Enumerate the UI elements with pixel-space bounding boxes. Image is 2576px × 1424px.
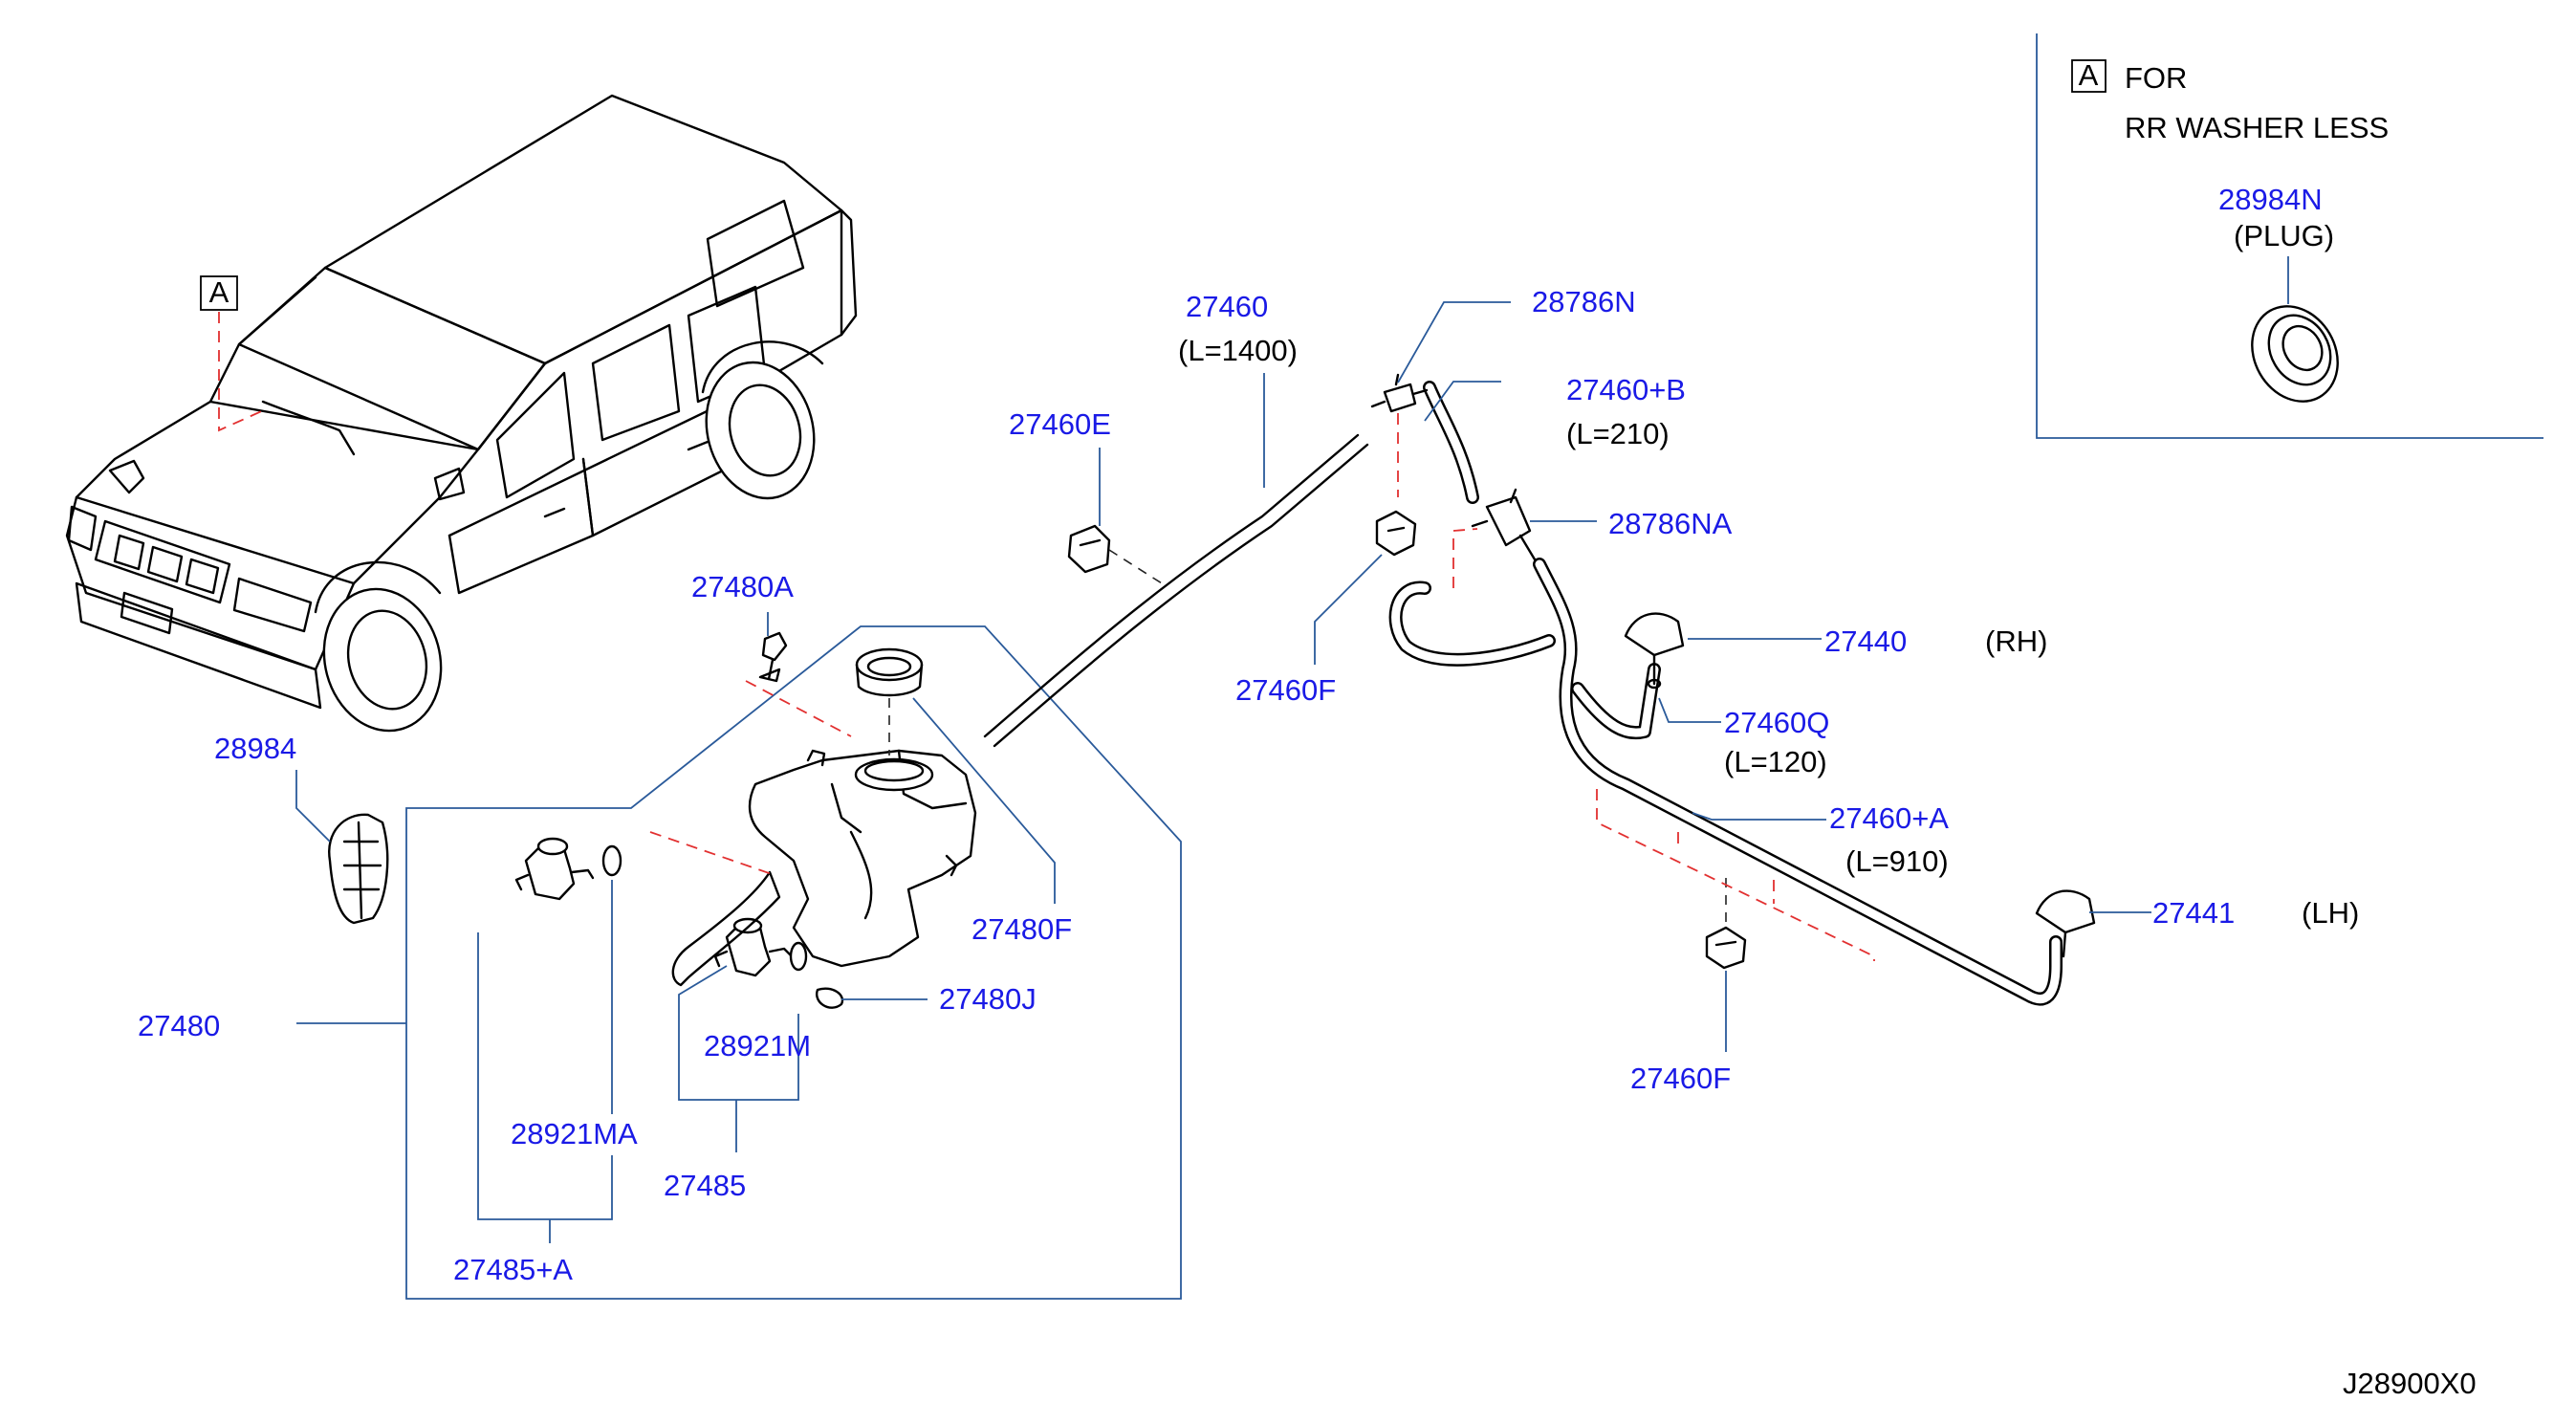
- label-27440-side: (RH): [1985, 624, 2047, 658]
- leader-lines: [295, 301, 2151, 1243]
- label-28786N: 28786N: [1532, 285, 1636, 318]
- label-27460F-lower: 27460F: [1630, 1062, 1731, 1095]
- inset-panel: A FOR RR WASHER LESS 28984N (PLUG): [2036, 33, 2543, 439]
- inset-part-number: 28984N: [2218, 183, 2323, 216]
- inset-ref-box: [2071, 59, 2107, 93]
- label-27480F: 27480F: [971, 912, 1072, 946]
- tank-assembly-frame: [405, 625, 1182, 1300]
- label-27460Q: 27460Q: [1724, 706, 1829, 739]
- nozzle-lh-icon: [2035, 889, 2096, 958]
- label-27441: 27441: [2152, 896, 2235, 930]
- vehicle-ref-box: [200, 275, 238, 311]
- label-27460: 27460: [1186, 290, 1268, 323]
- label-27485A: 27485+A: [453, 1253, 573, 1286]
- inset-title-line2: RR WASHER LESS: [2125, 111, 2389, 144]
- label-27480A: 27480A: [691, 570, 794, 603]
- label-27460-length: (L=1400): [1178, 334, 1298, 367]
- label-27460A: 27460+A: [1829, 801, 1949, 835]
- inset-ref-letter: A: [2079, 58, 2099, 92]
- diagram-code: J28900X0: [2343, 1367, 2477, 1400]
- inset-part-note: (PLUG): [2234, 219, 2334, 252]
- plug-icon: [2251, 305, 2339, 403]
- washer-tank: [748, 749, 977, 968]
- label-27460F-upper: 27460F: [1235, 673, 1336, 707]
- vehicle-ref-letter: A: [209, 275, 229, 309]
- vehicle-illustration: [65, 94, 858, 733]
- label-27460A-length: (L=910): [1845, 844, 1949, 878]
- label-27441-side: (LH): [2302, 896, 2359, 930]
- joint-28786N-icon: [1370, 373, 1429, 413]
- label-27460B: 27460+B: [1566, 373, 1686, 406]
- nozzle-rh-icon: [1624, 612, 1685, 690]
- clip-27460F-upper-icon: [1375, 510, 1417, 557]
- label-27485: 27485: [664, 1169, 746, 1202]
- label-27480J: 27480J: [939, 982, 1037, 1016]
- inset-title-line1: FOR: [2125, 61, 2187, 95]
- washer-hoses: [983, 381, 2063, 1006]
- clip-27460F-lower-icon: [1705, 926, 1747, 970]
- label-27460Q-length: (L=120): [1724, 745, 1827, 778]
- tank-cap-icon: [855, 647, 924, 697]
- label-28984: 28984: [214, 732, 296, 765]
- bolt-icon: [758, 631, 788, 683]
- label-27460E: 27460E: [1009, 407, 1111, 441]
- grommet-icon: [328, 813, 389, 925]
- label-28786NA: 28786NA: [1608, 507, 1733, 540]
- label-27460B-length: (L=210): [1566, 417, 1670, 450]
- label-27440: 27440: [1824, 624, 1907, 658]
- label-28921MA: 28921MA: [511, 1117, 638, 1150]
- joint-28786NA-icon: [1471, 488, 1537, 561]
- label-28921M: 28921M: [704, 1029, 811, 1063]
- washer-pump-rear-icon: [514, 837, 622, 901]
- tank-pump-hose: [671, 870, 781, 987]
- clip-27460E-icon: [1067, 524, 1111, 574]
- label-27480: 27480: [138, 1009, 220, 1042]
- callout-labels: 27460 (L=1400) 28786N 27460+B (L=210) 27…: [138, 285, 2359, 1286]
